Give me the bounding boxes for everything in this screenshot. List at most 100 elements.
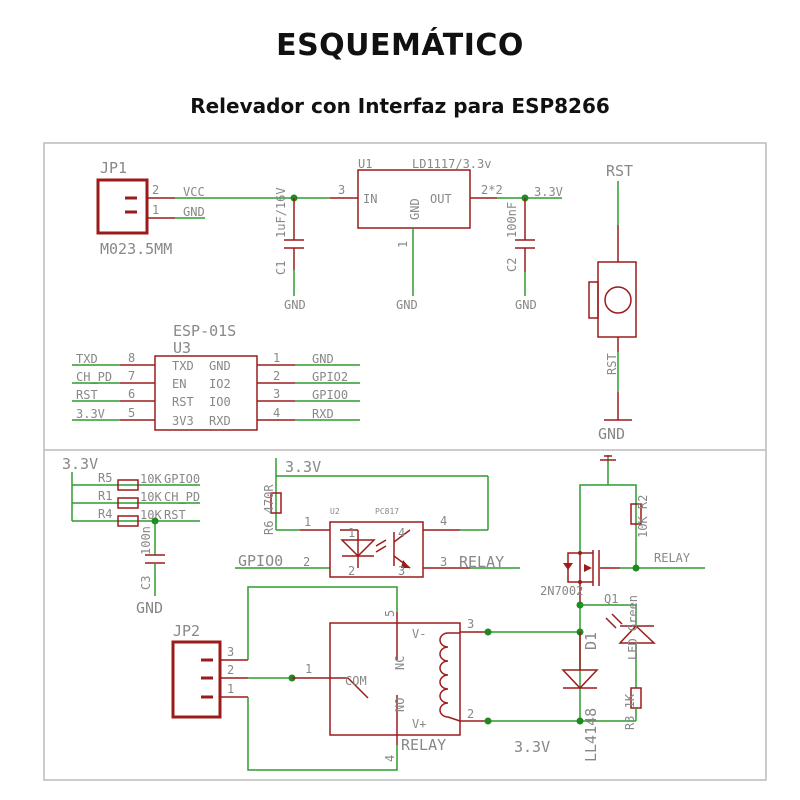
opto-supply: 3.3V [285, 458, 321, 476]
q1-name: Q1 [604, 592, 618, 606]
esp-right-label: GND [209, 359, 231, 373]
jp2-pin2: 2 [227, 663, 234, 677]
u2-inner-4: 4 [398, 526, 405, 540]
u1-pin-in: 3 [338, 183, 345, 197]
relay-name: RELAY [401, 736, 446, 754]
jp1-value: M023.5MM [100, 240, 172, 258]
esp-left-net: RST [76, 388, 98, 402]
c3-value: 100n [139, 526, 153, 555]
u2-pin1: 1 [304, 515, 311, 529]
relay-supply: 3.3V [514, 738, 550, 756]
relay-net: RELAY [654, 551, 691, 565]
u2-pin2: 2 [303, 555, 310, 569]
esp-name: U3 [173, 339, 191, 357]
driver-circuit: 10K R2 RELAY 2N7002 Q1 D1 LL4148 LED [540, 455, 705, 762]
relay-no: NO [393, 698, 407, 712]
u1-gnd-net: GND [396, 298, 418, 312]
u2-in-net: GPIO0 [238, 552, 283, 570]
u1-pin-out: 2*2 [481, 183, 503, 197]
c1-value: 1uF/16V [274, 187, 288, 238]
u2-out-net: RELAY [459, 553, 504, 571]
d1-name: D1 [582, 632, 600, 650]
relay-pin2: 2 [467, 707, 474, 721]
esp-left-net: CH_PD [76, 370, 112, 384]
esp-left-pin: 5 [128, 406, 135, 420]
pullup-supply: 3.3V [62, 455, 98, 473]
esp-right-net: GND [312, 352, 334, 366]
jp2-pin3: 3 [227, 645, 234, 659]
u2-inner-1: 1 [348, 526, 355, 540]
esp-left-pin: 6 [128, 387, 135, 401]
r3-label: R3 1K [623, 693, 637, 730]
relay-com-pin: 1 [305, 662, 312, 676]
pullup-resistor-name: R1 [98, 489, 112, 503]
r2-label: 10K R2 [636, 495, 650, 538]
out-net-label: 3.3V [534, 185, 563, 199]
u1-value: LD1117/3.3v [412, 157, 491, 171]
esp-right-label: IO0 [209, 395, 231, 409]
jp1-pin2: 2 [152, 183, 159, 197]
schematic-frame [43, 142, 767, 781]
relay-pin3: 3 [467, 617, 474, 631]
pullup-resistor-name: R4 [98, 507, 112, 521]
u2-inner-2: 2 [348, 564, 355, 578]
relay-com: COM [345, 674, 367, 688]
esp-left-label: RST [172, 395, 194, 409]
pullup-resistor-name: R5 [98, 471, 112, 485]
relay-vplus: V+ [412, 717, 426, 731]
c1-gnd: GND [284, 298, 306, 312]
led-label: LED Green [626, 595, 640, 660]
u1-out: OUT [430, 192, 452, 206]
junction [576, 717, 584, 725]
esp-left-net: TXD [76, 352, 98, 366]
rst-gnd: GND [598, 425, 625, 443]
esp-right-net: GPIO0 [312, 388, 348, 402]
capacitor-c2: 100nF C2 GND [505, 198, 537, 312]
c3-gnd: GND [136, 599, 163, 617]
esp-right-net: RXD [312, 407, 334, 421]
u2-name: U2 [330, 507, 340, 516]
esp-right-pin: 4 [273, 406, 280, 420]
pullup-resistor-value: 10K [140, 508, 162, 522]
u1-name: U1 [358, 157, 372, 171]
esp-right-pin: 3 [273, 387, 280, 401]
u1-gnd: GND [408, 198, 422, 220]
pullup-net: GPIO0 [164, 472, 200, 486]
jp1-connector: JP1 M023.5MM 2 1 VCC GND [96, 159, 205, 258]
esp-left-label: 3V3 [172, 414, 194, 428]
junction [484, 628, 492, 636]
esp-right-label: RXD [209, 414, 231, 428]
jp1-name: JP1 [100, 159, 127, 177]
rst-top-net: RST [606, 162, 633, 180]
pullup-resistor-value: 10K [140, 490, 162, 504]
c2-name: C2 [505, 258, 519, 272]
u2-pin4: 4 [440, 514, 447, 528]
u2-pin3: 3 [440, 555, 447, 569]
relay-circuit: JP2 3 2 1 1 COM NC NO 5 4 V- V+ 3 2 RELA… [171, 586, 636, 771]
pullup-net: RST [164, 508, 186, 522]
relay-pin5: 5 [383, 610, 397, 617]
d1-part: LL4148 [582, 708, 600, 762]
relay-vminus: V- [412, 627, 426, 641]
pullup-net: CH_PD [164, 490, 200, 504]
u2-value: PC817 [375, 507, 399, 516]
esp-right-net: GPIO2 [312, 370, 348, 384]
esp-left-pin: 7 [128, 369, 135, 383]
esp-left-label: TXD [172, 359, 194, 373]
regulator-u1: U1 LD1117/3.3v IN GND OUT 3 1 2*2 GND [338, 157, 503, 312]
u1-in: IN [363, 192, 377, 206]
jp2-pin1: 1 [227, 682, 234, 696]
c2-value: 100nF [505, 202, 519, 238]
page-subtitle: Relevador con Interfaz para ESP8266 [190, 94, 610, 118]
esp-right-label: IO2 [209, 377, 231, 391]
c1-name: C1 [274, 261, 288, 275]
c3-name: C3 [139, 576, 153, 590]
q1-part: 2N7002 [540, 584, 583, 598]
pullup-resistor-value: 10K [140, 472, 162, 486]
jp1-pin1: 1 [152, 203, 159, 217]
esp-left-net: 3.3V [76, 407, 105, 421]
esp-right-pin: 1 [273, 351, 280, 365]
